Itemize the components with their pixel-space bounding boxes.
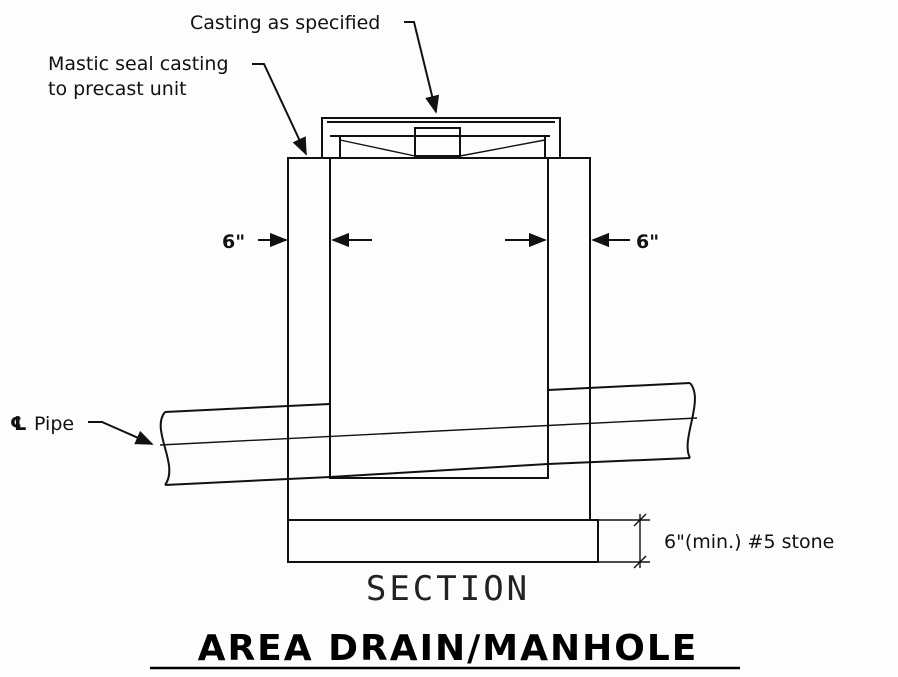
casting-label: Casting as specified [190, 12, 380, 34]
mastic-label-line1: Mastic seal casting [48, 53, 229, 75]
pipe-leader [88, 421, 154, 445]
drawing-title: AREA DRAIN/MANHOLE [198, 628, 699, 669]
wall-thickness-left-label: 6" [222, 231, 245, 253]
stone-label: 6"(min.) #5 stone [664, 531, 834, 553]
wall-thickness-right-label: 6" [636, 231, 659, 253]
pipe [159, 382, 698, 486]
pipe-label: Pipe [34, 413, 74, 435]
mastic-leader [252, 63, 307, 156]
section-label: SECTION [366, 569, 530, 609]
stone-base [287, 513, 650, 569]
casting-leader [404, 21, 440, 114]
centerline-symbol: ℄ [10, 413, 27, 435]
manhole-body [287, 157, 591, 521]
casting-frame [300, 117, 590, 159]
mastic-label-line2: to precast unit [48, 78, 187, 100]
